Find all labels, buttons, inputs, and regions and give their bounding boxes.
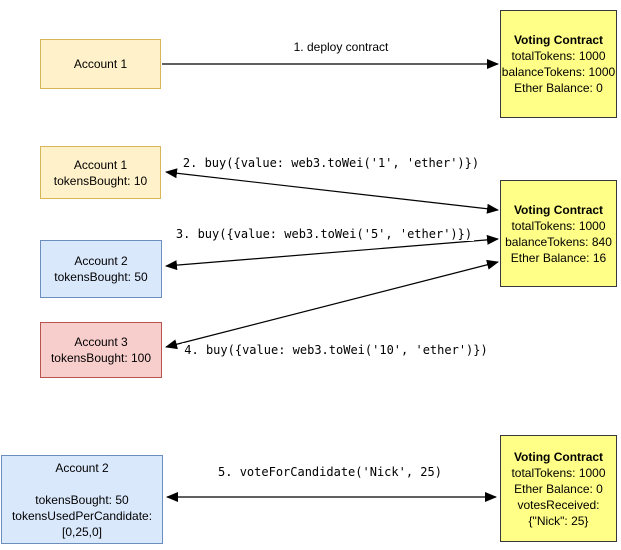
account2-buy-box: Account 2 tokensBought: 50 [40, 240, 162, 298]
contract-step5-title: Voting Contract [513, 449, 604, 464]
contract-step4-total-tokens: totalTokens: 1000 [511, 218, 606, 233]
account1-deploy-label: Account 1 [73, 57, 128, 71]
contract-step1-total-tokens: totalTokens: 1000 [511, 49, 606, 63]
contract-step5-ether-balance: Ether Balance: 0 [514, 481, 603, 496]
account1-buy-label: Account 1 [73, 157, 128, 172]
account1-buy-box: Account 1 tokensBought: 10 [40, 146, 161, 199]
edge-label-buy-5-ether: 3. buy({value: web3.toWei('5', 'ether')}… [173, 227, 475, 241]
arrow-buy-10-ether [165, 259, 499, 350]
account2-vote-box: Account 2 tokensBought: 50 tokensUsedPer… [1, 455, 163, 544]
contract-step4-balance-tokens: balanceTokens: 840 [505, 234, 612, 249]
account3-tokens-bought: tokensBought: 100 [50, 351, 152, 365]
contract-step1-balance-tokens: balanceTokens: 1000 [501, 65, 616, 79]
account3-buy-label: Account 3 [74, 335, 128, 349]
contract-step4-ether-balance: Ether Balance: 16 [510, 250, 607, 265]
edge-label-buy-10-ether: 4. buy({value: web3.toWei('10', 'ether')… [182, 343, 490, 357]
contract-step5-votes-map: {"Nick": 25} [528, 513, 589, 528]
account1-deploy-box: Account 1 [40, 39, 161, 89]
account2-vote-tokens-bought: tokensBought: 50 [35, 492, 129, 507]
contract-step1-ether-balance: Ether Balance: 0 [514, 81, 603, 95]
account3-buy-box: Account 3 tokensBought: 100 [40, 322, 162, 378]
contract-step1-title: Voting Contract [513, 33, 604, 47]
contract-step5-total-tokens: totalTokens: 1000 [511, 465, 606, 480]
contract-step5-votes-received: votesReceived: [517, 497, 600, 512]
account1-tokens-bought: tokensBought: 10 [53, 173, 148, 188]
account2-vote-label: Account 2 [55, 460, 109, 475]
voting-contract-step4-box: Voting Contract totalTokens: 1000 balanc… [500, 180, 617, 287]
edge-label-deploy: 1. deploy contract [291, 40, 391, 54]
voting-contract-step5-box: Voting Contract totalTokens: 1000 Ether … [500, 435, 617, 542]
arrow-buy-1-ether [165, 168, 499, 214]
edge-label-vote-for-candidate: 5. voteForCandidate('Nick', 25) [216, 465, 444, 479]
account2-tokens-used-array: [0,25,0] [61, 524, 103, 539]
contract-step4-title: Voting Contract [513, 202, 604, 217]
edge-label-buy-1-ether: 2. buy({value: web3.toWei('1', 'ether')}… [180, 156, 482, 170]
voting-contract-step1-box: Voting Contract totalTokens: 1000 balanc… [500, 10, 617, 118]
account2-tokens-bought: tokensBought: 50 [54, 270, 148, 284]
account2-buy-label: Account 2 [74, 254, 128, 268]
account2-tokens-used-per-candidate: tokensUsedPerCandidate: [11, 508, 153, 523]
arrow-buy-5-ether [165, 234, 499, 271]
